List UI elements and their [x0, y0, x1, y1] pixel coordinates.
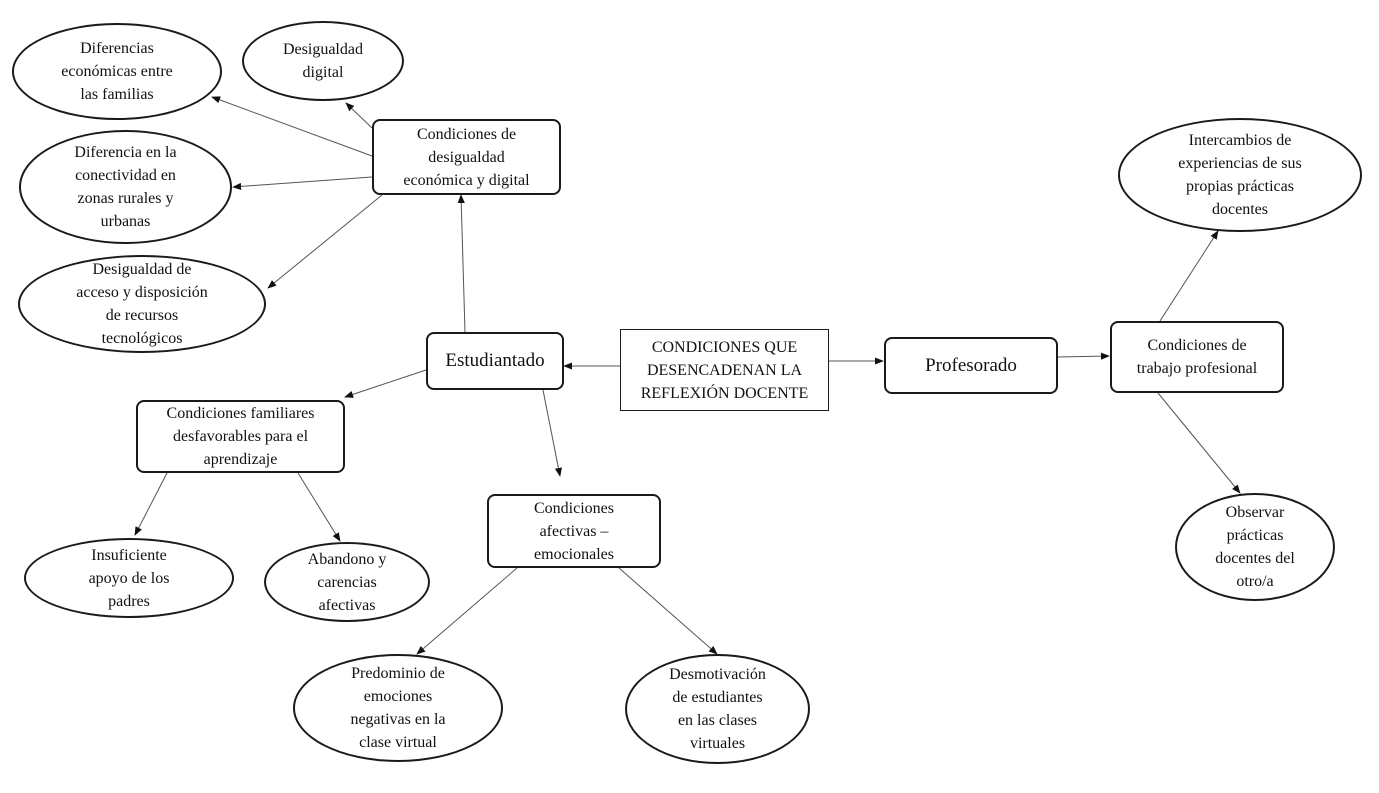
center-concept-label: CONDICIONES QUE DESENCADENAN LA REFLEXIÓ…: [640, 338, 809, 402]
trabajo-profesional-label: Condiciones de trabajo profesional: [1136, 337, 1258, 377]
desmotivacion-ellipse: Desmotivación de estudiantes en las clas…: [625, 654, 810, 764]
profesorado-label: Profesorado: [925, 354, 1017, 376]
predominio-emociones-ellipse: Predominio de emociones negativas en la …: [293, 654, 503, 762]
arrow-desigualdad-to-acceso: [267, 194, 383, 289]
arrow-desigualdad-to-digital: [345, 102, 373, 129]
desigualdad-digital-ellipse: Desigualdad digital: [242, 21, 404, 101]
arrow-estudiantado-to-desigualdad: [457, 194, 466, 333]
familiares-node: Condiciones familiares desfavorables par…: [136, 400, 345, 473]
profesorado-node: Profesorado: [884, 337, 1058, 394]
desigualdad-digital-label: Desigualdad digital: [283, 41, 363, 81]
estudiantado-node: Estudiantado: [426, 332, 564, 390]
arrow-afectivas-to-predominio: [416, 567, 518, 655]
arrow-familiares-to-abandono: [297, 472, 341, 542]
afectivas-label: Condiciones afectivas – emocionales: [534, 499, 614, 563]
arrow-profesorado-to-trabajo: [1057, 352, 1110, 360]
arrow-estudiantado-to-familiares: [344, 369, 427, 398]
abandono-label: Abandono y carencias afectivas: [307, 550, 387, 614]
intercambios-label: Intercambios de experiencias de sus prop…: [1178, 132, 1302, 218]
observar-practicas-ellipse: Observar prácticas docentes del otro/a: [1175, 493, 1335, 601]
diferencias-economicas-ellipse: Diferencias económicas entre las familia…: [12, 23, 222, 120]
desigualdad-label: Condiciones de desigualdad económica y d…: [403, 125, 530, 189]
abandono-ellipse: Abandono y carencias afectivas: [264, 542, 430, 622]
arrow-desigualdad-to-conectividad: [232, 176, 373, 191]
familiares-label: Condiciones familiares desfavorables par…: [166, 405, 315, 468]
arrow-familiares-to-insuficiente: [134, 472, 168, 536]
predominio-emociones-label: Predominio de emociones negativas en la …: [350, 665, 446, 751]
estudiantado-label: Estudiantado: [445, 350, 545, 371]
acceso-recursos-label: Desigualdad de acceso y disposición de r…: [76, 261, 208, 347]
center-concept-box: CONDICIONES QUE DESENCADENAN LA REFLEXIÓ…: [620, 329, 829, 411]
trabajo-profesional-node: Condiciones de trabajo profesional: [1110, 321, 1284, 393]
insuficiente-apoyo-ellipse: Insuficiente apoyo de los padres: [24, 538, 234, 618]
insuficiente-apoyo-label: Insuficiente apoyo de los padres: [88, 546, 170, 610]
conectividad-label: Diferencia en la conectividad en zonas r…: [74, 144, 177, 230]
desigualdad-node: Condiciones de desigualdad económica y d…: [372, 119, 561, 195]
acceso-recursos-ellipse: Desigualdad de acceso y disposición de r…: [18, 255, 266, 353]
arrow-trabajo-to-intercambios: [1159, 230, 1219, 322]
observar-practicas-label: Observar prácticas docentes del otro/a: [1215, 504, 1295, 590]
intercambios-ellipse: Intercambios de experiencias de sus prop…: [1118, 118, 1362, 232]
arrow-estudiantado-to-afectivas: [542, 389, 562, 477]
desmotivacion-label: Desmotivación de estudiantes en las clas…: [669, 666, 766, 752]
conectividad-ellipse: Diferencia en la conectividad en zonas r…: [19, 130, 232, 244]
arrow-desigualdad-to-diferencias: [211, 96, 373, 157]
arrow-trabajo-to-observar: [1157, 392, 1241, 494]
afectivas-node: Condiciones afectivas – emocionales: [487, 494, 661, 568]
diferencias-economicas-label: Diferencias económicas entre las familia…: [61, 40, 173, 103]
arrow-afectivas-to-desmotivacion: [618, 567, 718, 655]
